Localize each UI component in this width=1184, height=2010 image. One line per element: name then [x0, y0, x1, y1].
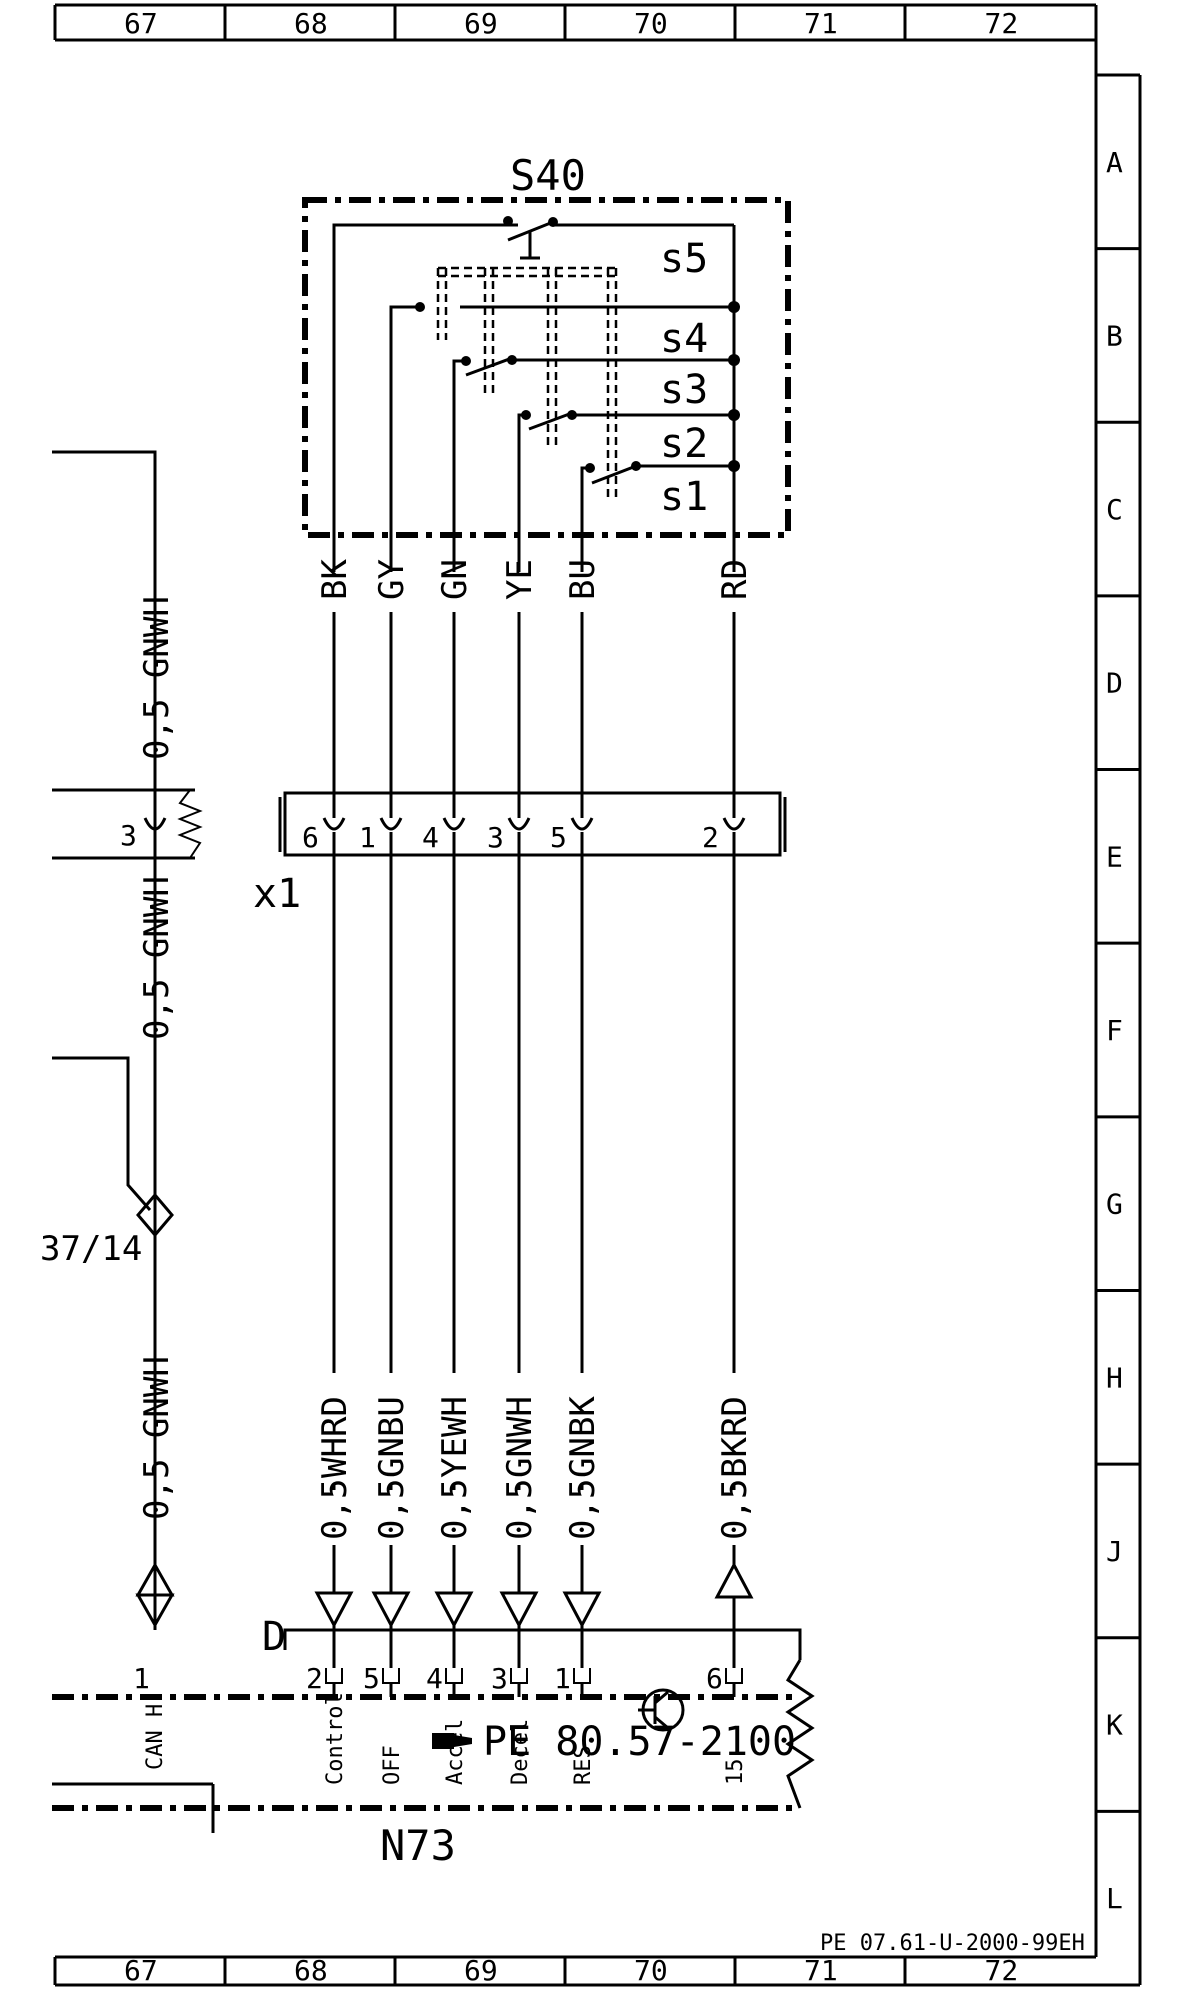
column-label-69: 69 [464, 1954, 498, 1987]
wire-color-label: YE [500, 559, 540, 600]
switch-unit-internal-wiring [332, 216, 740, 538]
row-label-A: A [1106, 146, 1123, 179]
wire-color-label: GN [435, 559, 475, 600]
harness-color-label: YEWH [435, 1396, 475, 1478]
column-label-69: 69 [464, 7, 498, 40]
d-pin-label: 4 [426, 1662, 443, 1695]
function-label: Accel [443, 1719, 468, 1785]
x1-pin-label: 6 [302, 821, 319, 854]
wire-size-label: 0,5 [563, 1479, 603, 1540]
column-label-71: 71 [804, 1954, 838, 1987]
x1-pin-label: 4 [422, 821, 439, 854]
wire-size-label: 0,5 [500, 1479, 540, 1540]
wire-size-label: 0,5 [372, 1479, 412, 1540]
switch-contact-label-s4: s4 [660, 316, 708, 362]
harness-color-label: GNBU [372, 1396, 412, 1478]
d-pin-label: 6 [706, 1662, 723, 1695]
row-label-D: D [1106, 667, 1123, 700]
x1-pin-label: 5 [550, 821, 567, 854]
wire-color-label: RD [715, 559, 755, 600]
row-label-J: J [1106, 1535, 1123, 1568]
switch-wires: BK6WHRD0,52ControlGY1GNBU0,55OFFGN4YEWH0… [302, 538, 755, 1785]
column-labels-top: 67 68 69 70 71 72 [124, 7, 1018, 40]
row-label-L: L [1106, 1882, 1123, 1915]
row-label-F: F [1106, 1014, 1123, 1047]
wire-color-label: BU [563, 559, 603, 600]
can-wire-label-2: 0,5 GNWH [137, 876, 177, 1040]
column-dividers [223, 5, 907, 1985]
pointing-hand-icon [432, 1733, 472, 1749]
wire-color-label: BK [315, 559, 355, 600]
column-labels-bottom: 67 68 69 70 71 72 [124, 1954, 1018, 1987]
wire-color-label: GY [372, 559, 412, 600]
function-label: 15 [723, 1759, 748, 1786]
d-pin-label: 1 [554, 1662, 571, 1695]
column-label-71: 71 [804, 7, 838, 40]
row-label-E: E [1106, 840, 1123, 873]
row-label-B: B [1106, 319, 1123, 352]
can-wire-label-3: 0,5 GNWH [137, 1356, 177, 1520]
connector-x1-body [283, 791, 782, 857]
wire-size-label: 0,5 [715, 1479, 755, 1540]
switch-contact-labels: s5 s4 s3 s2 s1 [660, 236, 708, 520]
switch-contact-label-s1: s1 [660, 474, 708, 520]
column-label-72: 72 [985, 7, 1019, 40]
row-label-G: G [1106, 1188, 1123, 1221]
switch-unit-boundary [302, 197, 791, 538]
x1-pin-label: 3 [487, 821, 504, 854]
column-label-68: 68 [294, 7, 328, 40]
frame-border [53, 3, 1142, 1987]
switch-contact-label-s3: s3 [660, 367, 708, 413]
harness-color-label: GNWH [500, 1396, 540, 1478]
x1-pin-label: 1 [359, 821, 376, 854]
can-connector-pin: 3 [120, 819, 137, 852]
control-unit-reference: PE 80.57-2100 [483, 1719, 796, 1765]
switch-contact-label-s5: s5 [660, 236, 708, 282]
switch-contact-label-s2: s2 [660, 421, 708, 467]
footer-reference: PE 07.61-U-2000-99EH [820, 1931, 1085, 1956]
column-label-68: 68 [294, 1954, 328, 1987]
can-wire-label-1: 0,5 GNWH [137, 596, 177, 760]
switch-unit-label: S40 [510, 151, 586, 200]
function-label: RES [571, 1745, 596, 1785]
can-function-label: CAN H [143, 1704, 168, 1770]
can-wire-network [52, 450, 215, 1833]
harness-color-label: BKRD [715, 1396, 755, 1478]
off-sheet-reference: 37/14 [40, 1229, 142, 1269]
row-labels: A B C D E F G H J K L [1106, 146, 1123, 1915]
function-label: Decel [508, 1719, 533, 1785]
row-label-H: H [1106, 1361, 1123, 1394]
function-label: OFF [380, 1745, 405, 1785]
x1-pin-label: 2 [702, 821, 719, 854]
can-d-pin: 1 [133, 1662, 150, 1695]
column-label-67: 67 [124, 1954, 158, 1987]
function-label: Control [323, 1692, 348, 1785]
row-label-C: C [1106, 493, 1123, 526]
column-label-70: 70 [634, 1954, 668, 1987]
harness-color-label: GNBK [563, 1396, 603, 1478]
column-label-70: 70 [634, 7, 668, 40]
connector-x1-label: x1 [253, 871, 301, 917]
d-pin-label: 2 [306, 1662, 323, 1695]
connector-d-label: D [262, 1614, 286, 1660]
column-label-67: 67 [124, 7, 158, 40]
control-unit-label: N73 [380, 1821, 456, 1870]
harness-color-label: WHRD [315, 1396, 355, 1478]
d-pin-label: 3 [491, 1662, 508, 1695]
column-label-72: 72 [985, 1954, 1019, 1987]
row-dividers [1096, 247, 1140, 1813]
wire-size-label: 0,5 [315, 1479, 355, 1540]
wire-size-label: 0,5 [435, 1479, 475, 1540]
control-unit-boundary [52, 1628, 815, 1811]
row-label-K: K [1106, 1709, 1123, 1742]
d-pin-label: 5 [363, 1662, 380, 1695]
